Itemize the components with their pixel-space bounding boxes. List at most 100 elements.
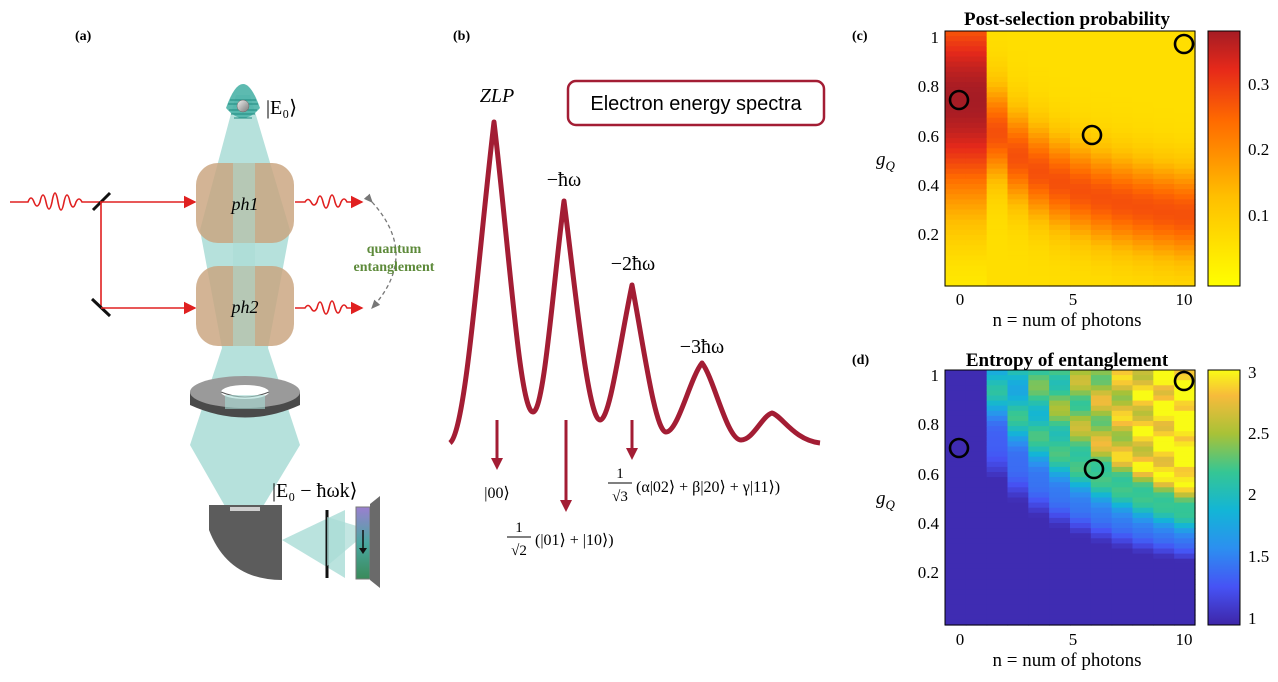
heatmap-cell xyxy=(1174,568,1196,575)
heatmap-cell xyxy=(1153,117,1175,124)
heatmap-cell xyxy=(965,184,988,190)
heatmap-cell xyxy=(1111,76,1134,83)
heatmap-cell xyxy=(1049,405,1071,412)
heatmap-cell xyxy=(1090,112,1113,119)
heatmap-cell xyxy=(945,97,967,103)
heatmap-cell xyxy=(1174,270,1196,277)
heatmap-cell xyxy=(1132,370,1154,376)
heatmap-cell xyxy=(1070,563,1092,570)
heatmap-cell xyxy=(945,543,967,550)
marker-d-2 xyxy=(1083,458,1105,480)
heatmap-cell xyxy=(1070,61,1092,68)
heatmap-cell xyxy=(945,275,967,282)
heatmap-cell xyxy=(965,431,988,437)
heatmap-cell xyxy=(1153,189,1175,195)
heatmap-cell xyxy=(945,112,967,119)
heatmap-cell xyxy=(1049,543,1071,550)
heatmap-cell xyxy=(1049,390,1071,397)
heatmap-cell xyxy=(965,523,988,529)
heatmap-cell xyxy=(945,589,967,595)
heatmap-cell xyxy=(1070,456,1092,463)
heatmap-cell xyxy=(1070,127,1092,134)
heatmap-cell xyxy=(1007,543,1029,550)
panel-d-title: Entropy of entanglement xyxy=(966,350,1169,371)
heatmap-cell xyxy=(1028,173,1050,180)
heatmap-cell xyxy=(1090,375,1113,381)
heatmap-cell xyxy=(1153,553,1175,560)
heatmap-cell xyxy=(1070,589,1092,595)
heatmap-cell xyxy=(986,584,1009,590)
heatmap-cell xyxy=(965,609,988,616)
heatmap-cell xyxy=(1070,579,1092,585)
heatmap-cell xyxy=(1174,76,1196,83)
heatmap-cell xyxy=(986,41,1009,47)
heatmap-cell xyxy=(1049,604,1071,611)
heatmap-cell xyxy=(1070,441,1092,448)
heatmap-cell xyxy=(1028,579,1050,585)
peak-label-zlp: ZLP xyxy=(480,85,514,107)
heatmap-cell xyxy=(1111,538,1134,544)
heatmap-cell xyxy=(1028,533,1050,539)
heatmap-cell xyxy=(965,168,988,175)
heatmap-cell xyxy=(1111,548,1134,555)
heatmap-cell xyxy=(1153,143,1175,149)
cbar-c-02: 0.2 xyxy=(1248,140,1269,159)
heatmap-cell xyxy=(1132,112,1154,119)
heatmap-cell xyxy=(986,375,1009,381)
heatmap-cell xyxy=(1070,375,1092,381)
heatmap-cell xyxy=(1090,102,1113,109)
heatmap-cell xyxy=(945,163,967,170)
heatmap-cell xyxy=(965,461,988,468)
heatmap-cell xyxy=(1070,189,1092,195)
heatmap-cell xyxy=(1132,122,1154,129)
heatmap-cell xyxy=(945,122,967,129)
heatmap-cell xyxy=(1174,107,1196,114)
xlabel-c: n = num of photons xyxy=(993,310,1142,331)
heatmap-cell xyxy=(1132,107,1154,114)
ytick-c-02: 0.2 xyxy=(918,225,939,244)
heatmap-cell xyxy=(1028,163,1050,170)
heatmap-cell xyxy=(1132,229,1154,236)
heatmap-cell xyxy=(965,71,988,78)
heatmap-cell xyxy=(1028,133,1050,139)
heatmap-cell xyxy=(965,584,988,590)
heatmap-cell xyxy=(1028,466,1050,473)
heatmap-cell xyxy=(1111,275,1134,282)
state-2-coef-num: 1 xyxy=(616,466,624,482)
heatmap-cell xyxy=(1132,214,1154,221)
heatmap-cell xyxy=(1132,380,1154,386)
xtick-d-10: 10 xyxy=(1176,630,1193,649)
heatmap-cell xyxy=(1111,431,1134,437)
heatmap-cell xyxy=(1132,426,1154,432)
heatmap-cell xyxy=(945,594,967,601)
heatmap-cell xyxy=(1090,61,1113,68)
heatmap-cell xyxy=(1090,609,1113,616)
heatmap-cell xyxy=(1132,270,1154,277)
heatmap-cell xyxy=(1153,517,1175,524)
heatmap-cell xyxy=(1090,538,1113,544)
heatmap-cell xyxy=(945,385,967,391)
heatmap-cell xyxy=(986,431,1009,437)
heatmap-cell xyxy=(1090,619,1113,626)
ylabel-d-sub: Q xyxy=(886,497,896,512)
heatmap-cell xyxy=(1174,426,1196,432)
heatmap-cell xyxy=(1028,209,1050,216)
heatmap-cell xyxy=(1132,579,1154,585)
heatmap-cell xyxy=(1153,97,1175,103)
heatmap-cell xyxy=(1090,270,1113,277)
heatmap-cell xyxy=(1070,153,1092,160)
heatmap-cell xyxy=(1090,92,1113,98)
heatmap-cell xyxy=(1111,609,1134,616)
heatmap-cell xyxy=(1153,584,1175,590)
heatmap-cell xyxy=(1070,431,1092,437)
heatmap-cell xyxy=(986,594,1009,601)
heatmap-cell xyxy=(1111,138,1134,144)
heatmap-cell xyxy=(1028,112,1050,119)
heatmap-cell xyxy=(1174,589,1196,595)
heatmap-cell xyxy=(986,107,1009,114)
heatmap-cell xyxy=(965,92,988,98)
heatmap-cell xyxy=(1174,543,1196,550)
heatmap-cell xyxy=(1174,112,1196,119)
heatmap-cell xyxy=(1111,426,1134,432)
heatmap-cell xyxy=(1049,492,1071,499)
